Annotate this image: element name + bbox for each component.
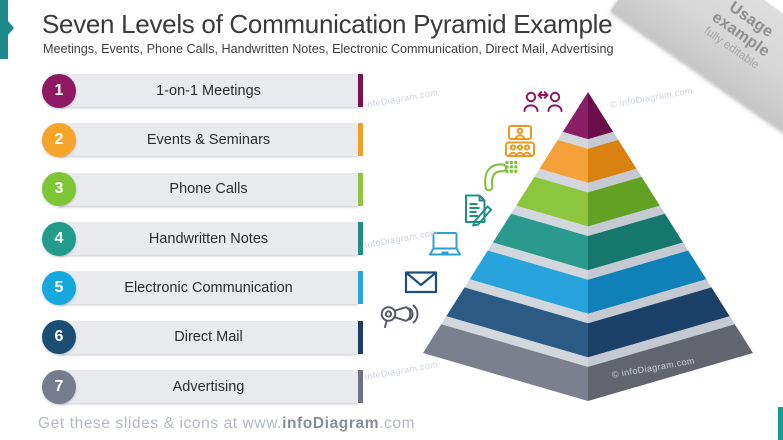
pyramid-step-left — [487, 242, 588, 280]
list-item-accent — [358, 74, 363, 107]
pyramid-level-3-right-face — [588, 176, 660, 227]
list-item-label: 1-on-1 Meetings — [156, 82, 261, 99]
watermark: infoDiagram.com — [364, 87, 439, 110]
pyramid-step-left — [557, 131, 588, 149]
pyramid-step-right — [588, 242, 689, 280]
list-item-level-6: Direct Mail 6 — [42, 320, 363, 355]
page-subtitle: Meetings, Events, Phone Calls, Handwritt… — [43, 42, 614, 56]
list-item-level-2: Events & Seminars 2 — [42, 122, 363, 157]
list-item-label: Electronic Communication — [124, 279, 293, 296]
list-item-accent — [358, 222, 363, 256]
list-item-bar — [59, 370, 358, 404]
footer-brand: infoDiagram — [282, 415, 380, 432]
level-number-badge: 1 — [42, 73, 76, 108]
list-item-label: Events & Seminars — [146, 131, 271, 148]
bottom-right-accent-bar — [778, 407, 783, 440]
list-item-label: Phone Calls — [169, 181, 248, 198]
level-number-badge: 3 — [42, 172, 76, 207]
pyramid-step-right — [588, 316, 735, 367]
phone-icon — [480, 158, 520, 198]
footer-suffix: .com — [379, 415, 416, 432]
list-item-accent — [358, 271, 363, 305]
list-item-accent — [358, 123, 363, 157]
list-item-level-7: Advertising 7 — [42, 369, 363, 404]
list-item-bar — [59, 222, 358, 256]
list-item-accent — [358, 172, 363, 206]
pyramid-level-4-left-face — [492, 213, 588, 271]
pyramid-step-left — [464, 279, 588, 324]
usage-example-ribbon: Usage example fully editable — [611, 0, 783, 149]
pyramid-level-1-left-face — [562, 92, 588, 140]
pyramid-step-left — [534, 168, 588, 193]
pyramid-level-6-right-face — [588, 287, 730, 358]
pyramid-level-5-right-face — [588, 250, 707, 314]
list-item-accent — [358, 370, 363, 404]
pyramid-level-3-left-face — [516, 176, 588, 227]
pyramid-step-right — [588, 279, 712, 324]
level-number-badge: 7 — [42, 369, 76, 404]
pyramid-level-7-left-face — [423, 324, 588, 401]
level-number-badge: 2 — [42, 122, 76, 157]
pyramid-step-right — [588, 131, 619, 149]
people-meeting-icon — [523, 84, 563, 124]
page-title: Seven Levels of Communication Pyramid Ex… — [42, 9, 613, 39]
pyramid-level-2-right-face — [588, 139, 637, 183]
footer-prefix: Get these slides & icons at www. — [38, 415, 283, 432]
list-item-level-1: 1-on-1 Meetings 1 — [42, 73, 363, 108]
list-item-bar — [59, 320, 358, 354]
list-item-label: Advertising — [172, 378, 245, 395]
footer-credit[interactable]: Get these slides & icons at www.infoDiag… — [38, 415, 414, 433]
pyramid-level-2-left-face — [539, 139, 588, 183]
list-item-level-5: Electronic Communication 5 — [42, 270, 363, 305]
list-item-bar — [59, 271, 358, 305]
list-item-label: Handwritten Notes — [148, 230, 269, 247]
list-item-level-3: Phone Calls 3 — [42, 172, 363, 207]
left-corner-ribbon — [0, 0, 14, 59]
level-number-badge: 5 — [42, 270, 76, 305]
watermark: © infoDiagram.com — [609, 85, 694, 110]
watermark: © infoDiagram.com — [611, 355, 696, 380]
pyramid-level-6-left-face — [446, 287, 588, 358]
list-item-bar — [59, 123, 358, 157]
pyramid-step-right — [588, 205, 665, 236]
seminar-icon — [500, 122, 540, 162]
watermark: infoDiagram.com — [364, 359, 439, 382]
pyramid-step-right — [588, 168, 642, 193]
megaphone-icon — [379, 294, 419, 334]
note-pencil-icon — [458, 191, 498, 231]
pyramid-level-5-left-face — [469, 250, 588, 314]
list-item-bar — [59, 74, 358, 107]
level-number-badge: 6 — [42, 320, 76, 355]
laptop-icon — [425, 225, 465, 265]
pyramid-step-left — [511, 205, 588, 236]
level-number-badge: 4 — [42, 221, 76, 256]
list-item-bar — [59, 172, 358, 206]
pyramid-level-4-right-face — [588, 213, 684, 271]
pyramid-step-left — [441, 316, 588, 367]
list-item-label: Direct Mail — [174, 329, 243, 346]
list-item-accent — [358, 320, 363, 354]
list-item-level-4: Handwritten Notes 4 — [42, 221, 363, 256]
envelope-icon — [401, 262, 441, 302]
